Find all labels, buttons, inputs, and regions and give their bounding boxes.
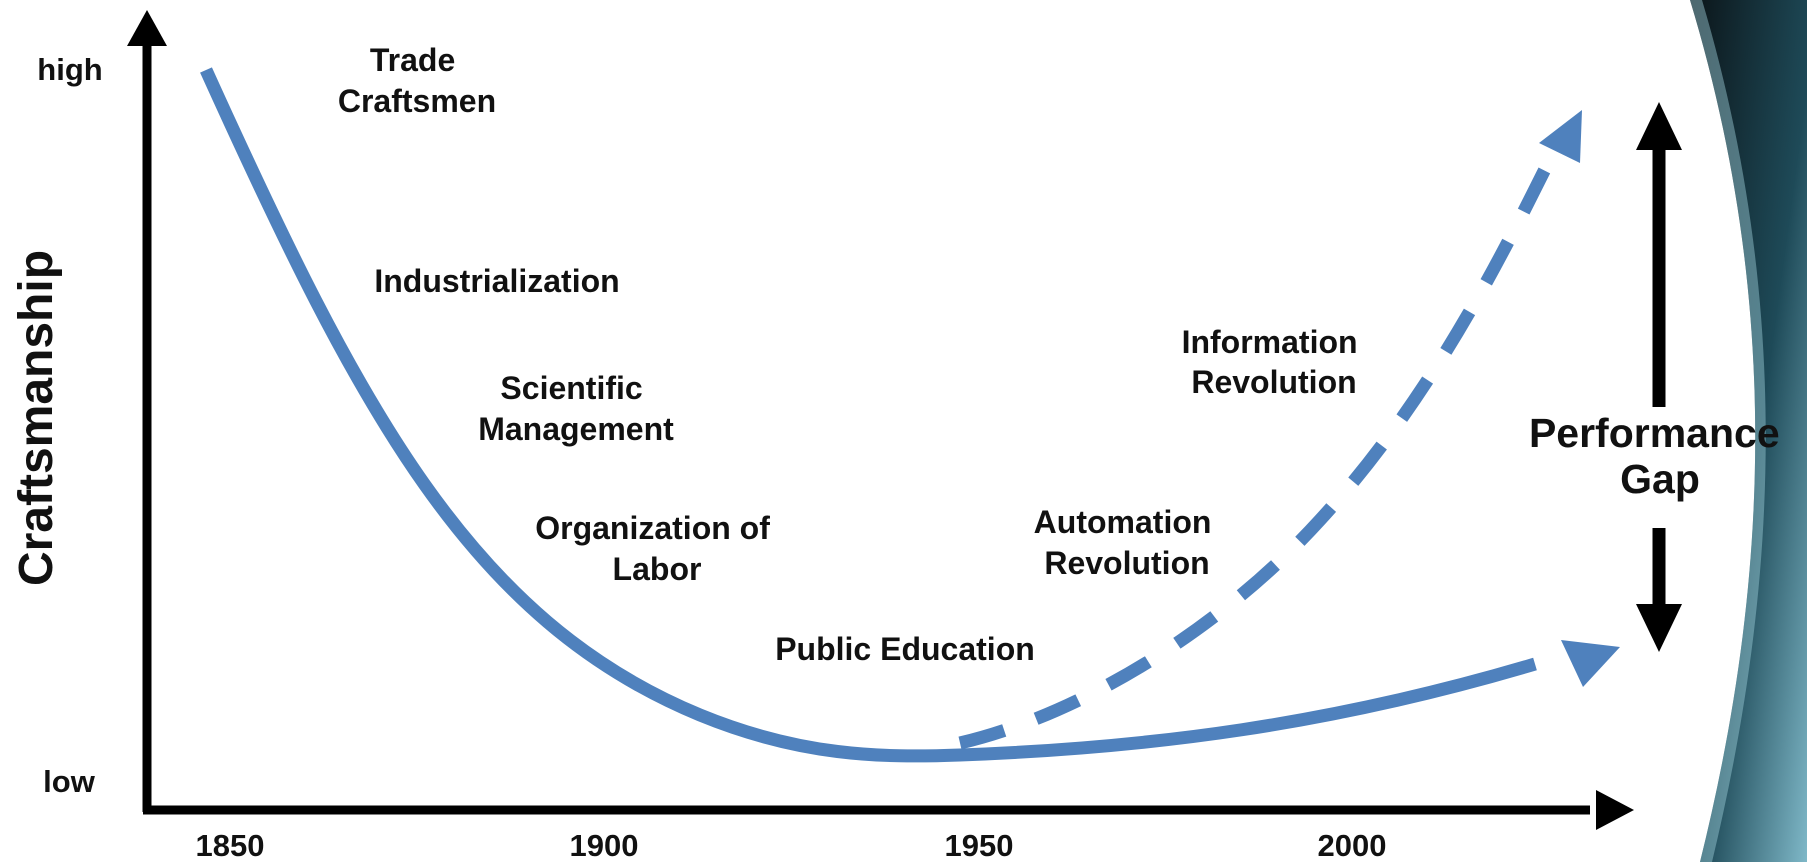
y-axis-title: Craftsmanship — [10, 250, 63, 586]
x-axis-arrowhead — [1596, 790, 1634, 830]
era-label-public-education: Public Education — [775, 631, 1035, 667]
x-tick-label: 1850 — [196, 828, 265, 862]
y-axis-high-label: high — [37, 52, 102, 87]
performance-gap-line: Gap — [1620, 456, 1700, 502]
y-axis-arrowhead — [127, 10, 167, 46]
x-tick-label: 1950 — [945, 828, 1014, 862]
x-tick-label: 1900 — [570, 828, 639, 862]
gap-arrow-up-head — [1636, 102, 1682, 150]
x-tick-label: 2000 — [1318, 828, 1387, 862]
performance-gap-line: Performance — [1529, 410, 1780, 456]
era-label-information-revolution: Information Revolution — [1182, 324, 1367, 400]
corner-backdrop — [1690, 0, 1807, 862]
corner-backdrop-highlight — [1690, 0, 1766, 862]
y-axis-low-label: low — [43, 764, 96, 799]
performance-gap-label: Performance Gap — [1529, 410, 1791, 502]
curve-arrowhead — [1561, 640, 1620, 687]
era-label-scientific-management: Scientific Management — [478, 370, 674, 447]
era-label-industrialization: Industrialization — [374, 263, 619, 299]
craftsmanship-curve — [200, 67, 1537, 763]
gap-arrow-down-head — [1636, 604, 1682, 652]
potential-curve-arrowhead — [1539, 110, 1582, 163]
potential-curve-dashed — [958, 152, 1558, 750]
axes — [127, 10, 1634, 830]
era-label-trade-craftsmen: Trade Craftsmen — [338, 42, 496, 119]
era-label-automation-revolution: Automation Revolution — [1034, 504, 1221, 581]
era-label-organization-of-labor: Organization of Labor — [535, 510, 779, 587]
performance-gap-arrow — [1636, 102, 1682, 652]
